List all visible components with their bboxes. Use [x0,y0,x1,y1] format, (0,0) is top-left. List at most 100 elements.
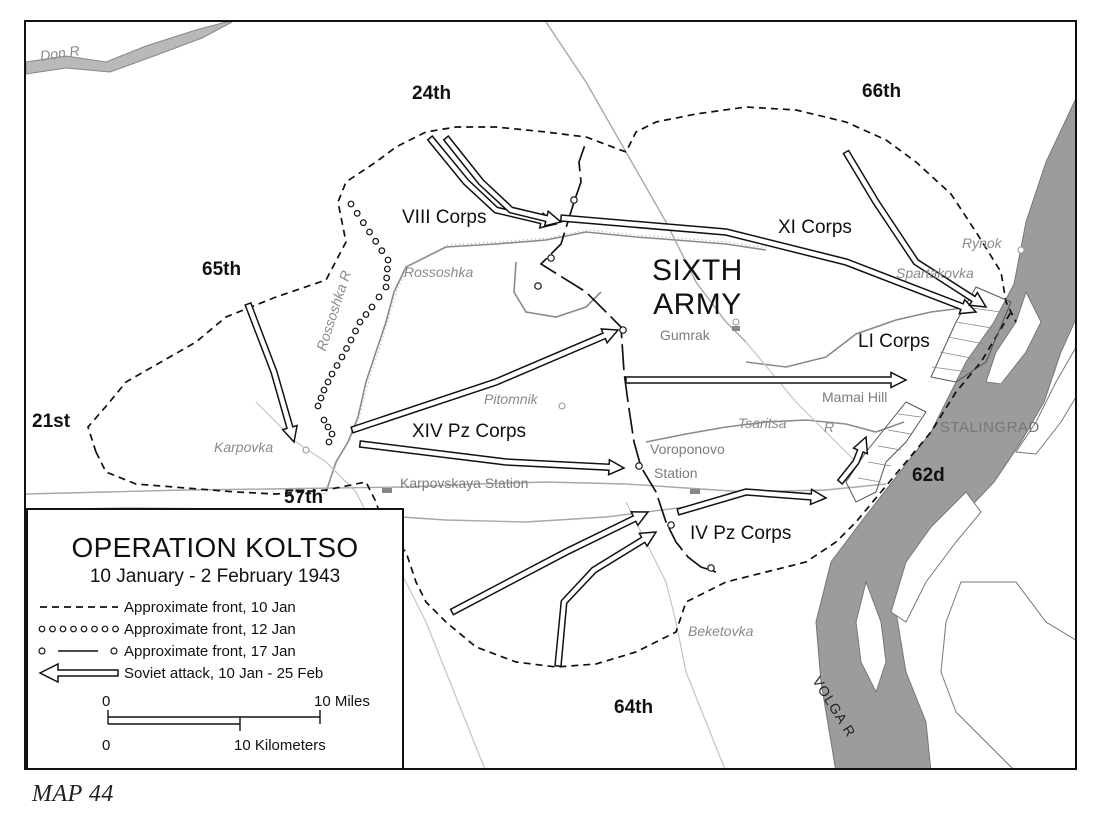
legend-symbols [38,606,321,731]
legend-symbol-arrow [38,662,119,684]
gumrak-station-marker [732,326,740,331]
army-65th-label: 65th [202,259,242,280]
scale-miles-zero: 0 [102,693,111,710]
soviet-attack-arrow [442,135,563,227]
soviet-attack-arrow [358,440,626,476]
legend-item-soviet-attack: Soviet attack, 10 Jan - 25 Feb [124,665,324,682]
soviet-attack-arrow [842,149,988,308]
river-tsaritsa-label: Tsaritsa [738,415,787,431]
scale-km-end: 10 Kilometers [234,737,326,754]
front-12-ring [356,318,364,326]
legend-ring [91,625,98,633]
place-stalingrad-label: STALINGRAD [940,419,1040,436]
voroponovo-station-marker [690,489,700,494]
corps-xi-label: XI Corps [778,217,852,238]
front-12-ring [368,303,376,311]
front-12-ring [384,256,392,264]
front-12-ring [343,345,350,352]
town-rynok-marker [1017,246,1025,254]
front-12-ring [378,247,386,255]
front-12-ring [372,237,380,245]
army-64th-label: 64th [614,697,654,718]
map-caption: MAP 44 [32,781,114,807]
front-12-ring [359,219,367,227]
river-branch [513,261,602,318]
railway [545,22,747,343]
front-12-ring [325,438,333,446]
volga-island [855,580,887,694]
front-12-ring [383,265,391,273]
soviet-attack-arrows [244,135,988,668]
soviet-attack-arrow [676,488,828,516]
scale-km-zero: 0 [102,737,111,754]
army-66th-label: 66th [862,81,902,102]
corps-li-label: LI Corps [858,331,930,352]
legend-ring [38,625,46,633]
town-gumrak-marker [732,318,740,326]
place-beketovka-label: Beketovka [688,623,754,639]
front-17-marker [570,196,578,204]
front-12-ring [347,336,355,344]
road [745,341,857,463]
volga-river [815,99,1075,768]
scale-miles-end: 10 Miles [314,693,370,710]
river-branch [745,306,972,368]
front-17-marker [707,564,715,572]
front-17-marker [635,462,643,470]
river-tsaritsa-r-label: R [824,419,835,435]
front-12-ring [382,283,390,291]
front-12-ring [324,423,332,431]
front-line-10-jan [87,106,1017,453]
front-line-10-jan [95,311,1012,668]
front-12-ring [333,362,341,369]
place-voroponovo-station-label: Station [654,465,698,481]
place-voroponovo-label: Voroponovo [650,441,725,457]
legend-symbol-ring-dash [38,647,118,655]
sixth-army-label: SIXTH ARMY [652,254,743,321]
place-rossoshka-label: Rossoshka [404,264,474,280]
legend-item-front-17-jan: Approximate front, 17 Jan [124,643,296,660]
soviet-attack-arrow [554,531,658,668]
legend-subtitle: 10 January - 2 February 1943 [89,566,341,587]
front-12-ring [317,394,325,402]
front-17-marker [667,521,675,529]
legend-item-front-12-jan: Approximate front, 12 Jan [124,621,296,638]
front-12-ring [324,378,332,386]
soviet-attack-arrow [449,511,650,616]
front-line-17-jan [573,141,587,203]
army-62d-label: 62d [912,465,945,486]
soviet-attack-arrow [244,301,299,444]
tsaritsa-river [645,419,905,443]
front-17-marker [534,282,542,290]
front-12-ring [366,228,373,236]
sixth-army-line-1: SIXTH [652,254,743,287]
soviet-attack-arrow [625,371,908,389]
don-river [26,22,233,75]
front-12-ring [352,327,359,335]
front-17-marker [619,326,627,334]
karpovskaya-station-marker [382,488,392,493]
place-gumrak-label: Gumrak [660,327,710,343]
volga-island [890,491,982,623]
volga-island [940,581,1075,768]
army-57th-label: 57th [284,487,324,508]
legend-ring [49,625,56,633]
soviet-attack-arrow [836,435,869,485]
legend-ring [112,625,119,633]
army-21st-label: 21st [32,411,71,432]
front-line-17-jan [539,201,717,573]
corps-iv-pz-label: IV Pz Corps [690,523,792,544]
place-spartakovka-label: Spartakovka [896,265,974,281]
front-12-ring [320,386,328,394]
town-pitomnik-marker [558,402,566,410]
front-12-ring [353,209,361,217]
legend-box: OPERATION KOLTSO 10 January - 2 February… [26,508,404,770]
sixth-army-line-2: ARMY [653,287,742,321]
place-karpovskaya-station-label: Karpovskaya Station [400,475,529,491]
volga-island [985,290,1042,385]
legend-item-front-10-jan: Approximate front, 10 Jan [124,599,296,616]
army-24th-label: 24th [412,83,452,104]
legend-ring [59,625,67,633]
corps-viii-label: VIII Corps [402,207,487,228]
front-12-ring [338,353,346,361]
